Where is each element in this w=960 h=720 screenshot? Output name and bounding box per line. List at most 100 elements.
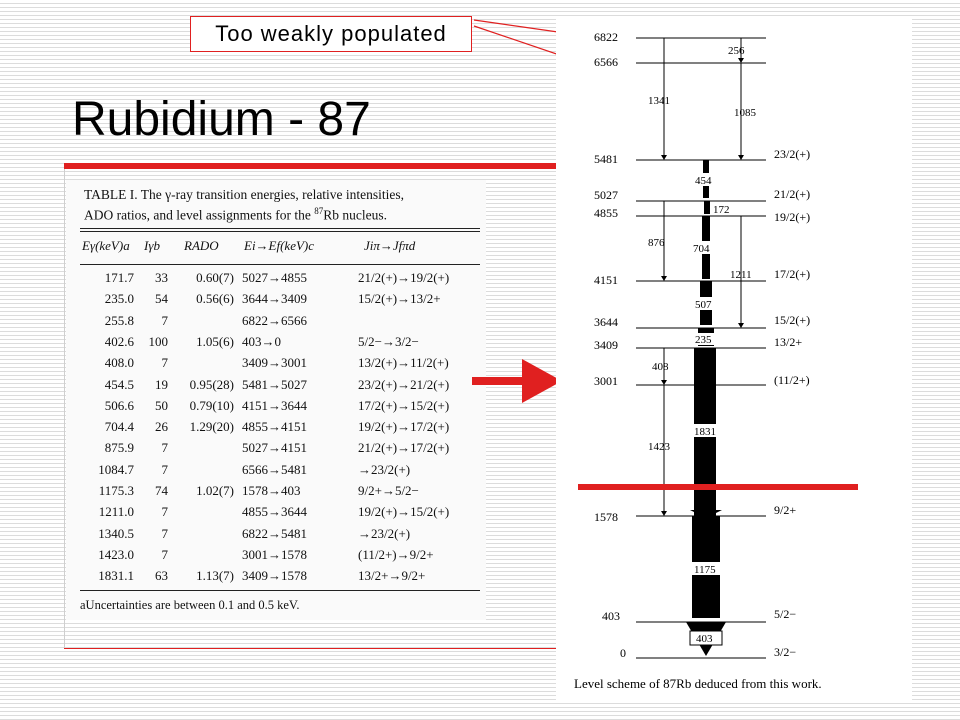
- transition-arrowhead: [661, 380, 667, 385]
- level-spin: 3/2−: [774, 645, 796, 659]
- table-cell: 0.60(7): [196, 270, 234, 285]
- transition-label: 454: [695, 175, 712, 187]
- table-cell: 13/2+→9/2+: [358, 568, 426, 584]
- header-intensity: Iγb: [144, 238, 160, 253]
- table-cell: 15/2(+)→13/2+: [358, 291, 441, 307]
- transition-label: 876: [648, 237, 665, 249]
- scheme-caption: Level scheme of 87Rb deduced from this w…: [574, 676, 822, 691]
- table-cell: 100: [148, 333, 169, 349]
- table-cell: 1.02(7): [196, 483, 234, 498]
- table-cell: 1.29(20): [189, 419, 234, 435]
- transition-label: 408: [652, 361, 669, 373]
- transition-label: 1423: [648, 441, 671, 453]
- table-cell: 19/2(+)→17/2(+): [358, 419, 450, 435]
- transition-label: 704: [693, 243, 710, 255]
- table-cell: 5/2−→3/2−: [358, 333, 419, 349]
- table-cell: 17/2(+)→15/2(+): [358, 397, 450, 413]
- transition-table: TABLE I. The γ-ray transition energies, …: [66, 180, 486, 620]
- transition-label: 172: [713, 204, 730, 216]
- table-cell: 255.8: [104, 312, 134, 328]
- table-cell: 235.0: [104, 291, 134, 307]
- level-spin: 21/2(+): [774, 187, 810, 201]
- level-spin: 9/2+: [774, 503, 796, 517]
- table-cell: 4855→4151: [242, 419, 307, 435]
- table-cell: 7: [161, 312, 169, 328]
- table-cell: 1211.0: [98, 504, 134, 520]
- table-cell: 19: [155, 376, 168, 392]
- table-caption: TABLE I. The γ-ray transition energies, …: [84, 187, 405, 223]
- left-divider: [64, 169, 65, 649]
- callout-box: Too weakly populated: [190, 16, 472, 52]
- table-cell: 1084.7: [98, 461, 134, 477]
- level-energy: 5481: [594, 152, 618, 166]
- table-cell: 3409→1578: [242, 568, 307, 584]
- slide-title: Rubidium - 87: [72, 93, 371, 146]
- table-cell: 6822→6566: [242, 312, 307, 328]
- title-underline: [64, 163, 560, 169]
- transition-label: 507: [695, 299, 712, 311]
- table-cell: 5481→5027: [242, 376, 307, 392]
- level-spin: 5/2−: [774, 607, 796, 621]
- table-cell: 7: [161, 355, 169, 371]
- table-cell: 1175.3: [98, 483, 134, 498]
- transition-arrowhead: [661, 155, 667, 160]
- table-cell: 5027→4855: [242, 270, 307, 285]
- table-cell: 1831.1: [98, 568, 134, 584]
- table-cell: 4151→3644: [242, 397, 307, 413]
- table-cell: 402.6: [104, 333, 134, 349]
- table-cell: 19/2(+)→15/2(+): [358, 504, 450, 520]
- table-top-rule-2: [80, 231, 480, 232]
- table-row: 1211.0 7 4855→3644 19/2(+)→15/2(+): [66, 504, 486, 526]
- table-cell: 403→0: [242, 333, 281, 349]
- table-bottom-rule: [80, 590, 480, 591]
- table-cell: 0.79(10): [189, 397, 234, 413]
- table-cell: 33: [155, 270, 168, 285]
- level-spin: 13/2+: [774, 335, 802, 349]
- table-cell: 875.9: [104, 440, 134, 456]
- transition-arrowhead: [690, 510, 722, 518]
- table-cell: 408.0: [104, 355, 134, 371]
- transition-arrowhead: [738, 58, 744, 63]
- table-top-rule: [80, 228, 480, 229]
- table-cell: 3409→3001: [242, 355, 307, 371]
- table-cell: 54: [155, 291, 168, 307]
- table-cell: 4855→3644: [242, 504, 307, 520]
- table-cell: 6566→5481: [242, 461, 307, 477]
- table-footnote: aUncertainties are between 0.1 and 0.5 k…: [80, 598, 300, 612]
- level-energy: 0: [620, 646, 626, 660]
- table-cell: 21/2(+)→17/2(+): [358, 440, 450, 456]
- table-cell: 1.05(6): [196, 333, 234, 349]
- table-cell: 3001→1578: [242, 546, 307, 562]
- table-cell: 3644→3409: [242, 291, 307, 307]
- table-cell: →23/2(+): [358, 461, 411, 477]
- level-spin: (11/2+): [774, 373, 810, 387]
- table-header-row: Eγ(keV)a Iγb RADO Ei→Ef(keV)c Jiπ→Jfπd: [66, 238, 486, 262]
- red-cut-line: [578, 484, 858, 490]
- level-energy: 3644: [594, 315, 618, 329]
- level-energy: 1578: [594, 510, 618, 524]
- table-cell: 13/2(+)→11/2(+): [358, 355, 449, 371]
- table-cell: 50: [155, 397, 168, 413]
- level-spin: 15/2(+): [774, 313, 810, 327]
- table-cell: 1578→403: [242, 483, 301, 498]
- header-spins: Jiπ→Jfπd: [364, 238, 416, 253]
- table-header-rule: [80, 264, 480, 265]
- transition-label: 235: [695, 334, 712, 346]
- transition-arrowhead: [661, 511, 667, 516]
- level-energy: 3001: [594, 374, 618, 388]
- table-cell: 454.5: [104, 376, 134, 392]
- transition-label: 1341: [648, 95, 670, 107]
- transition-label: 256: [728, 45, 745, 57]
- table-cell: 7: [161, 504, 169, 520]
- level-spin: 23/2(+): [774, 147, 810, 161]
- level-energy: 3409: [594, 338, 618, 352]
- level-energy: 4855: [594, 206, 618, 220]
- table-cell: 704.4: [104, 419, 134, 435]
